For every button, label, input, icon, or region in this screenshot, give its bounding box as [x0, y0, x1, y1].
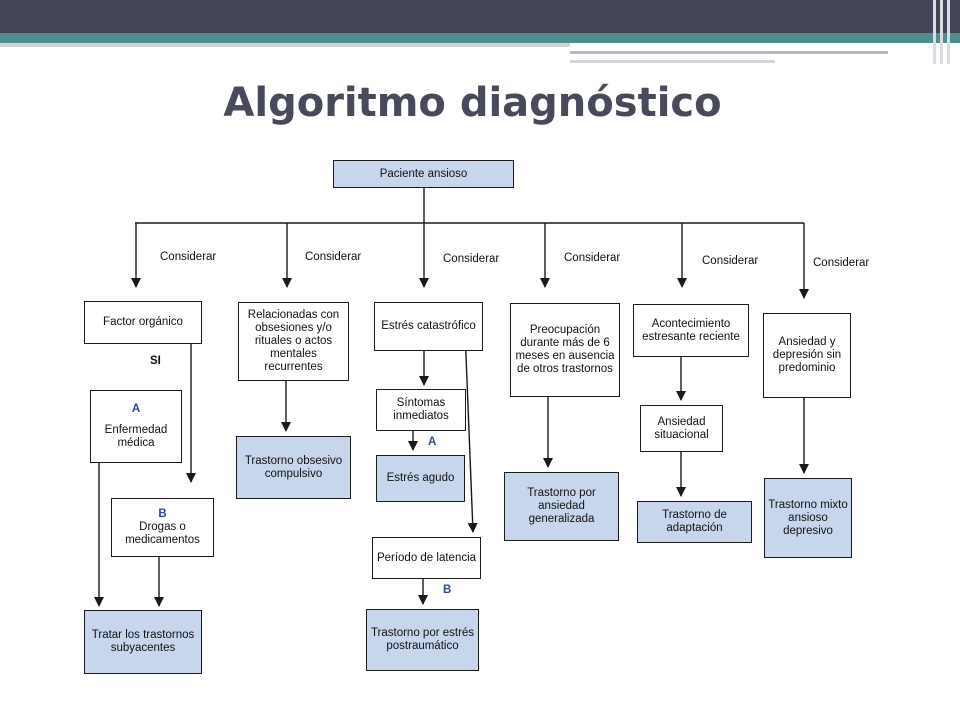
node-drogas: B Drogas o medicamentos	[111, 498, 214, 557]
label-considerar-4: Considerar	[564, 252, 621, 264]
node-estres-catastrofico: Estrés catastrófico	[374, 302, 483, 351]
header-vline-1	[933, 0, 936, 64]
node-ansiedad-situacional: Ansiedad situacional	[640, 405, 723, 452]
header-line-1	[570, 51, 888, 54]
node-trastorno-adaptacion: Trastorno de adaptación	[637, 501, 752, 543]
node-drogas-text: Drogas o medicamentos	[125, 521, 200, 546]
node-acontecimiento-estresante: Acontecimiento estresante reciente	[633, 304, 749, 357]
node-trastorno-obsesivo-compulsivo: Trastorno obsesivo compulsivo	[236, 436, 351, 499]
header-vline-3	[947, 0, 950, 64]
header-shade-left	[0, 43, 570, 47]
label-b-col3: B	[443, 584, 452, 596]
node-ansiedad-depresion: Ansiedad y depresión sin predominio	[763, 313, 851, 398]
node-trastorno-estres-postraumatico: Trastorno por estrés postraumático	[366, 609, 479, 671]
label-b: B	[158, 508, 167, 520]
label-considerar-6: Considerar	[813, 257, 870, 269]
label-a: A	[131, 403, 141, 415]
node-paciente-ansioso: Paciente ansioso	[333, 160, 514, 188]
label-considerar-5: Considerar	[702, 255, 759, 267]
node-trastorno-mixto: Trastorno mixto ansioso depresivo	[764, 478, 852, 558]
header-line-2	[570, 60, 775, 63]
node-enfermedad-medica-text: Enfermedad médica	[104, 424, 168, 449]
node-preocupacion: Preocupación durante más de 6 meses en a…	[510, 303, 620, 397]
header-bar	[0, 0, 960, 33]
node-estres-agudo: Estrés agudo	[376, 455, 465, 502]
label-considerar-1: Considerar	[160, 251, 217, 263]
label-a-col3: A	[428, 436, 437, 448]
node-enfermedad-medica: A Enfermedad médica	[90, 390, 182, 463]
node-trastorno-ansiedad-generalizada: Trastorno por ansiedad generalizada	[504, 472, 619, 541]
node-relacionadas-obsesiones: Relacionadas con obsesiones y/o rituales…	[238, 302, 349, 381]
page-title: Algoritmo diagnóstico	[223, 80, 722, 126]
header-accent-band	[0, 33, 960, 43]
label-considerar-2: Considerar	[305, 251, 362, 263]
label-si: SI	[150, 355, 161, 367]
header-vline-2	[940, 0, 943, 64]
label-considerar-3: Considerar	[443, 253, 500, 265]
node-sintomas-inmediatos: Síntomas inmediatos	[376, 389, 466, 431]
node-factor-organico: Factor orgánico	[84, 301, 202, 344]
node-periodo-latencia: Período de latencia	[372, 537, 481, 579]
node-tratar-trastornos: Tratar los trastornos subyacentes	[84, 610, 202, 674]
